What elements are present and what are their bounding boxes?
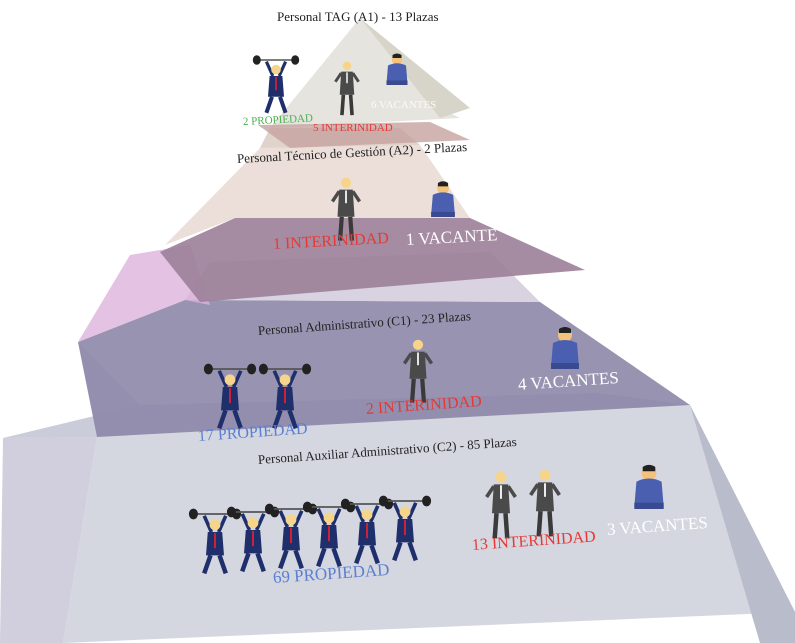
level-a1-vacantes: 6 VACANTES	[371, 99, 437, 111]
level-a1-title: Personal TAG (A1) - 13 Plazas	[277, 9, 439, 24]
level-band-a1	[258, 18, 470, 148]
level-a1-interinidad: 5 INTERINIDAD	[313, 122, 393, 134]
